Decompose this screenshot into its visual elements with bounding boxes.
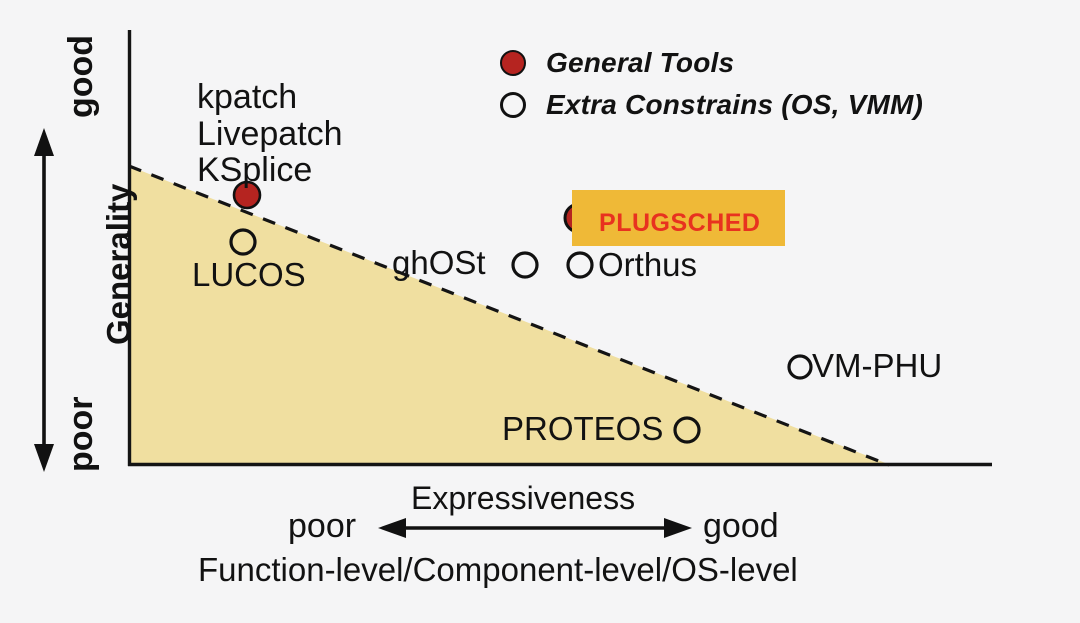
- marker-orthus[interactable]: [566, 251, 594, 279]
- marker-lucos[interactable]: [229, 228, 257, 256]
- label-vm-phu: VM-PHU: [812, 347, 943, 384]
- marker-proteos[interactable]: [673, 416, 701, 444]
- label-ghost: ghOSt: [392, 244, 486, 281]
- legend-label-general-tools: General Tools: [546, 47, 735, 78]
- y-axis-top-word: good: [62, 34, 100, 118]
- y-axis-arrow: [34, 128, 54, 472]
- label-kpatch-group: kpatch Livepatch KSplice: [197, 79, 343, 189]
- marker-ghost[interactable]: [511, 251, 539, 279]
- x-axis-arrow: [378, 518, 692, 538]
- label-lucos: LUCOS: [192, 256, 306, 293]
- x-axis-left-word: poor: [288, 507, 357, 545]
- hollow-circle-icon: [500, 92, 526, 118]
- label-plugsched: PLUGSCHED: [599, 198, 761, 239]
- y-axis-bottom-word: poor: [62, 396, 100, 472]
- legend-item-extra-constrains[interactable]: Extra Constrains (OS, VMM): [500, 84, 923, 126]
- legend-item-general-tools[interactable]: General Tools: [500, 42, 923, 84]
- x-axis-title: Expressiveness: [411, 480, 636, 516]
- plugsched-highlight-box: [572, 190, 785, 246]
- legend: General Tools Extra Constrains (OS, VMM): [500, 42, 923, 126]
- label-kpatch: kpatch: [197, 78, 298, 116]
- label-orthus: Orthus: [598, 246, 698, 283]
- label-proteos: PROTEOS: [502, 410, 664, 447]
- y-axis-title: Generality: [100, 183, 137, 345]
- filled-circle-icon: [500, 50, 526, 76]
- x-axis-right-word: good: [703, 507, 779, 545]
- x-axis-subtitle: Function-level/Component-level/OS-level: [198, 551, 798, 588]
- label-livepatch: Livepatch: [197, 114, 343, 153]
- label-ksplice: KSplice: [197, 151, 313, 190]
- marker-vm-phu[interactable]: [787, 354, 813, 380]
- legend-label-extra-constrains: Extra Constrains (OS, VMM): [546, 89, 924, 120]
